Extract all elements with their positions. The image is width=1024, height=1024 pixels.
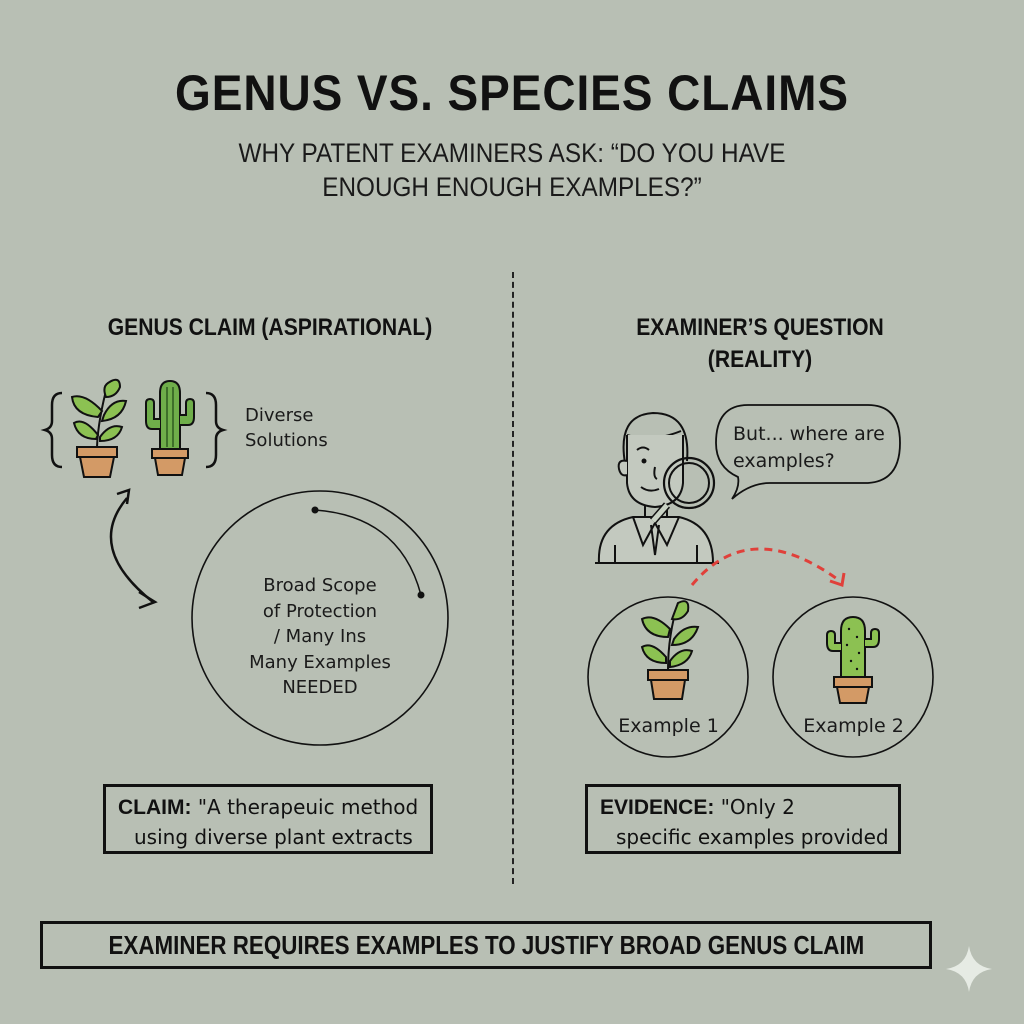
diverse-plants-group <box>40 378 228 478</box>
circle-text-line: Broad Scope <box>263 575 377 596</box>
leafy-plant-icon <box>640 600 700 700</box>
curved-double-arrow-icon <box>109 488 158 610</box>
broad-scope-circle <box>191 490 449 746</box>
leafy-plant-icon <box>70 378 128 478</box>
red-dashed-arrow-icon <box>690 547 846 587</box>
circle-text-line: / Many Ins <box>273 626 367 647</box>
example-1-label: Example 1 <box>618 715 719 737</box>
example-2-label: Example 2 <box>803 715 904 737</box>
diverse-solutions-label: Diverse Solutions <box>245 403 328 453</box>
evidence-text-line-1: "Only 2 <box>714 795 795 819</box>
page-subtitle: WHY PATENT EXAMINERS ASK: “DO YOU HAVE E… <box>51 136 973 204</box>
speech-line-1: But... where are <box>733 423 885 445</box>
examiner-heading-line-2: (REALITY) <box>707 346 813 373</box>
evidence-keyword: EVIDENCE: <box>600 796 715 819</box>
conclusion-text: EXAMINER REQUIRES EXAMPLES TO JUSTIFY BR… <box>108 929 864 960</box>
diverse-solutions-line-1: Diverse <box>245 405 314 426</box>
center-divider <box>512 272 514 884</box>
subtitle-line-1: WHY PATENT EXAMINERS ASK: “DO YOU HAVE <box>238 138 786 168</box>
speech-bubble-text: But... where are examples? <box>733 421 885 475</box>
cactus-icon <box>145 379 195 476</box>
subtitle-line-2: ENOUGH ENOUGH EXAMPLES?” <box>322 172 702 202</box>
conclusion-banner: EXAMINER REQUIRES EXAMPLES TO JUSTIFY BR… <box>40 921 932 969</box>
left-brace-icon <box>40 391 63 469</box>
example-1-circle <box>587 596 749 758</box>
evidence-text-line-2: specific examples provided <box>616 825 889 849</box>
page-title: GENUS VS. SPECIES CLAIMS <box>175 65 849 121</box>
claim-text-line-1: "A therapeuic method <box>191 795 419 819</box>
circle-text-line: Many Examples <box>249 651 391 673</box>
examiner-question-heading: EXAMINER’S QUESTION (REALITY) <box>584 312 936 376</box>
circle-text-line: of Protection <box>262 600 378 622</box>
circle-text-line: NEEDED <box>282 677 358 698</box>
speech-bubble <box>715 404 901 500</box>
example-2-circle <box>772 596 934 758</box>
cactus-icon <box>826 615 880 704</box>
broad-scope-text: Broad Scope of Protection / Many Ins Man… <box>225 573 415 701</box>
genus-claim-heading: GENUS CLAIM (ASPIRATIONAL) <box>107 314 433 341</box>
speech-line-2: examples? <box>733 450 835 472</box>
right-brace-icon <box>205 391 228 469</box>
claim-text-line-2: using diverse plant extracts <box>134 825 413 849</box>
claim-keyword: CLAIM: <box>118 796 192 819</box>
sparkle-icon <box>946 946 992 992</box>
magnifying-glass-icon <box>649 456 716 524</box>
diverse-solutions-line-2: Solutions <box>245 430 328 451</box>
examiner-figure <box>595 411 719 564</box>
examiner-heading-line-1: EXAMINER’S QUESTION <box>636 314 884 341</box>
evidence-box: EVIDENCE: "Only 2 specific examples prov… <box>585 784 901 854</box>
claim-box: CLAIM: "A therapeuic method using divers… <box>103 784 433 854</box>
